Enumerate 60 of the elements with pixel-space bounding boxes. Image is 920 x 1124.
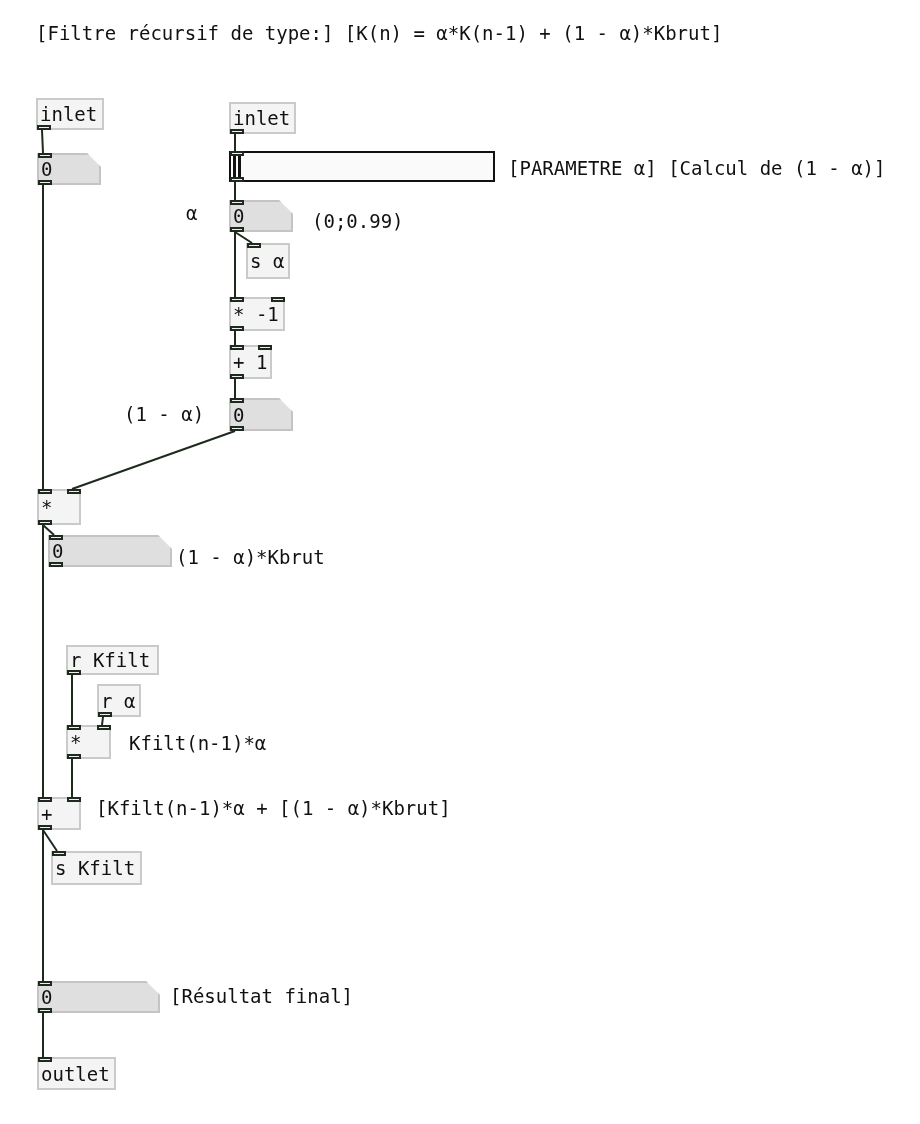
number-value: 0 [41,987,53,1007]
object-text: s α [250,251,285,271]
patch-cord [234,231,236,298]
number-box [37,981,160,1013]
comment-text: [Kfilt(n-1)*α + [(1 - α)*Kbrut] [96,797,451,820]
patch-cord [42,829,44,982]
object-text: + [41,804,53,823]
patch-cord [42,1012,44,1058]
object-box [246,243,290,279]
patch-cord [42,524,44,798]
object-text: outlet [41,1064,110,1083]
object-text: * [41,497,53,517]
object-text: r α [101,691,136,710]
patch-cord [41,129,44,154]
number-box [48,535,172,567]
number-value: 0 [233,206,245,226]
object-box [97,684,141,717]
patch-cord [71,430,236,490]
patch-cord [234,330,236,346]
patch-cord [234,378,236,399]
patch-cord [42,829,58,852]
object-box [66,725,111,759]
number-box [229,200,293,232]
object-text: s Kfilt [55,858,136,878]
object-box [36,98,104,130]
patch-cord [42,184,44,490]
object-text: inlet [233,108,291,128]
comment-text: [PARAMETRE α] [Calcul de (1 - α)] [508,157,886,180]
comment-text: (1 - α)*Kbrut [176,546,325,569]
comment-text: Kfilt(n-1)*α [129,732,267,755]
object-box [37,489,81,525]
object-text: r Kfilt [70,650,151,670]
patch-cord [234,181,236,201]
number-value: 0 [233,405,245,424]
patch-cord [71,674,73,726]
comment-text: [Résultat final] [170,985,354,1008]
number-box [229,398,293,431]
object-text: * -1 [233,304,279,324]
patch-cord [71,758,73,798]
number-value: 0 [41,159,53,179]
number-box [37,153,101,185]
object-box [37,1057,116,1090]
object-box [66,645,159,675]
comment-text: (1 - α) [124,403,205,426]
slider-control [229,151,495,182]
number-value: 0 [52,541,64,561]
object-text: inlet [40,104,98,124]
patch-cord [101,716,104,726]
comment-text: (0;0.99) [312,210,404,233]
object-text: + 1 [233,352,268,372]
object-box [229,297,285,331]
object-box [51,851,142,885]
patch-cord [234,231,253,244]
object-box [37,797,81,830]
object-box [229,102,296,134]
comment-text: α [186,202,198,225]
patch-cord [234,133,236,152]
object-text: * [70,732,82,752]
object-box [229,345,272,379]
title-comment: [Filtre récursif de type:] [K(n) = α*K(n-1) + (1 - α)*Kbrut] [36,22,723,45]
